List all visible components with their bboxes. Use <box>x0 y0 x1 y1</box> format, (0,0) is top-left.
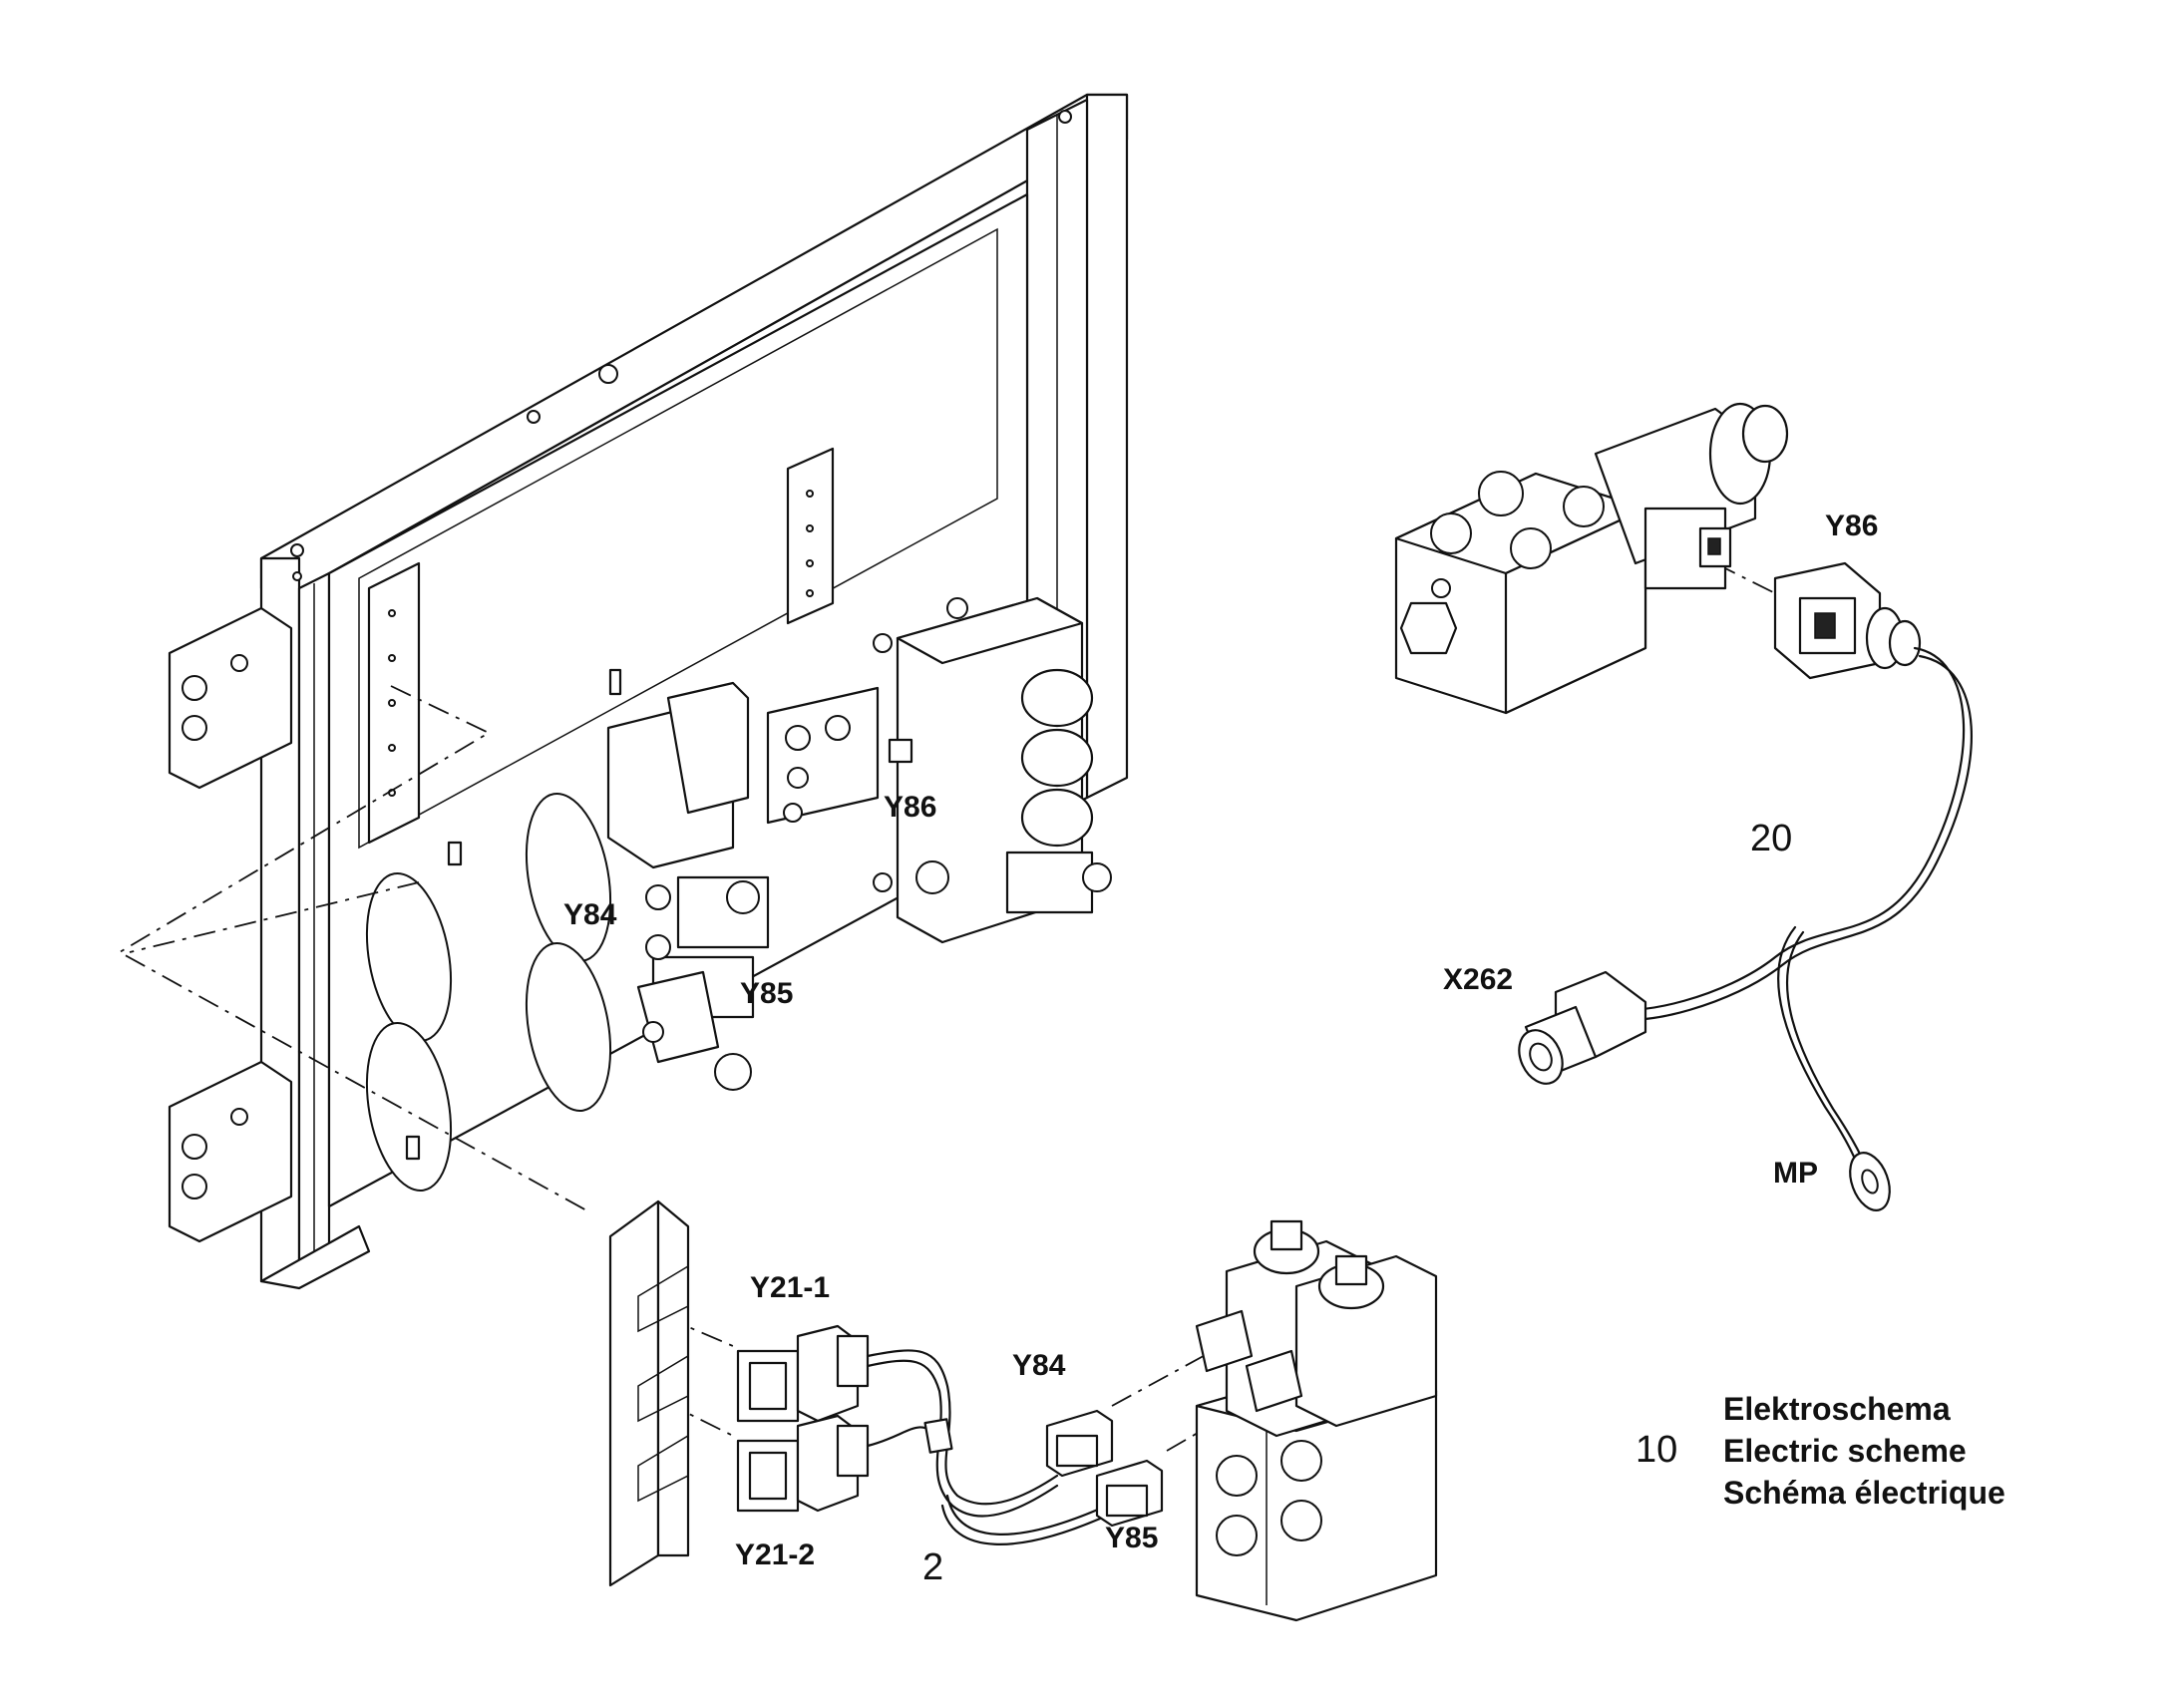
label-y21-2: Y21-2 <box>735 1538 816 1571</box>
label-y86-valve: Y86 <box>1825 510 1879 542</box>
item-number-20: 20 <box>1750 818 1793 859</box>
cable-20-harness <box>1518 561 1973 1211</box>
label-y85-connector: Y85 <box>1105 1522 1159 1554</box>
label-x262: X262 <box>1443 963 1514 996</box>
label-y86-frame: Y86 <box>884 791 937 824</box>
item-number-10: 10 <box>1635 1429 1678 1471</box>
label-y85-frame: Y85 <box>740 977 794 1010</box>
legend-line-3: Schéma électrique <box>1723 1475 2005 1511</box>
double-valve-block <box>1195 1219 1438 1622</box>
item-number-2: 2 <box>922 1546 944 1588</box>
bracket-and-cable-2 <box>608 1199 1164 1587</box>
frame-valve-stack <box>606 596 1112 1091</box>
legend-block: Elektroschema Electric scheme Schéma éle… <box>1723 1388 2005 1514</box>
label-y84-frame: Y84 <box>563 898 617 931</box>
label-y21-1: Y21-1 <box>750 1271 831 1304</box>
legend-line-1: Elektroschema <box>1723 1391 1951 1427</box>
label-mp: MP <box>1773 1157 1818 1190</box>
label-y84-connector: Y84 <box>1012 1349 1066 1382</box>
y86-valve-detail <box>1394 402 1789 715</box>
legend-line-2: Electric scheme <box>1723 1433 1967 1469</box>
